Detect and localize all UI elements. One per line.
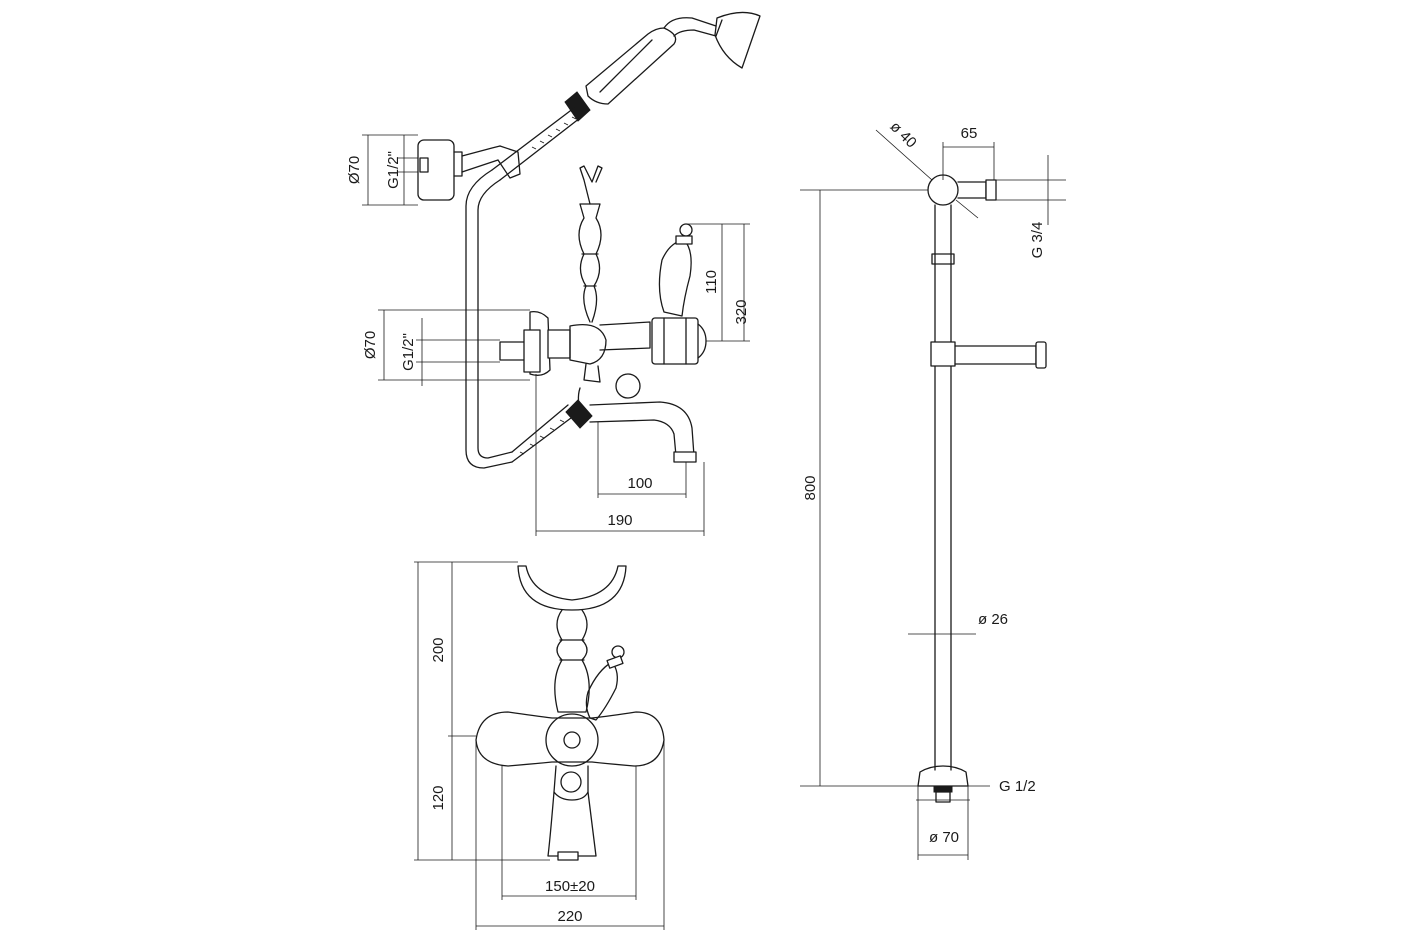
rail-flange-diameter-label: ø 70 [929,829,959,846]
dimension-lines [362,129,1066,930]
handle-height-label: 110 [703,270,720,294]
slide-rail [917,174,1047,803]
bracket-thread-label: G1/2" [385,151,402,189]
bracket-diameter-label: Ø70 [346,156,363,184]
overall-height-label: 320 [733,299,750,324]
mixer-side-view [499,165,707,463]
rail-arm-offset-label: 65 [961,125,978,142]
mixer-diameter-label: Ø70 [362,331,379,359]
spout-height-label: 120 [430,785,447,810]
spout-reach-label: 100 [627,475,652,492]
centers-label: 150±20 [545,878,595,895]
mixer-thread-label: G1/2" [400,333,417,371]
rail-head-diameter-label: ø 40 [887,118,920,151]
cradle-height-label: 200 [430,637,447,662]
mixer-front-view [475,565,665,861]
rail-length-label: 800 [802,475,819,500]
hand-shower [465,11,761,469]
rail-inlet-thread-label: G 1/2 [999,778,1036,795]
overall-depth-label: 190 [607,512,632,529]
wall-bracket [417,139,521,201]
rail-tube-diameter-label: ø 26 [978,611,1008,628]
overall-width-label: 220 [557,908,582,925]
rail-head-thread-label: G 3/4 [1029,222,1046,259]
